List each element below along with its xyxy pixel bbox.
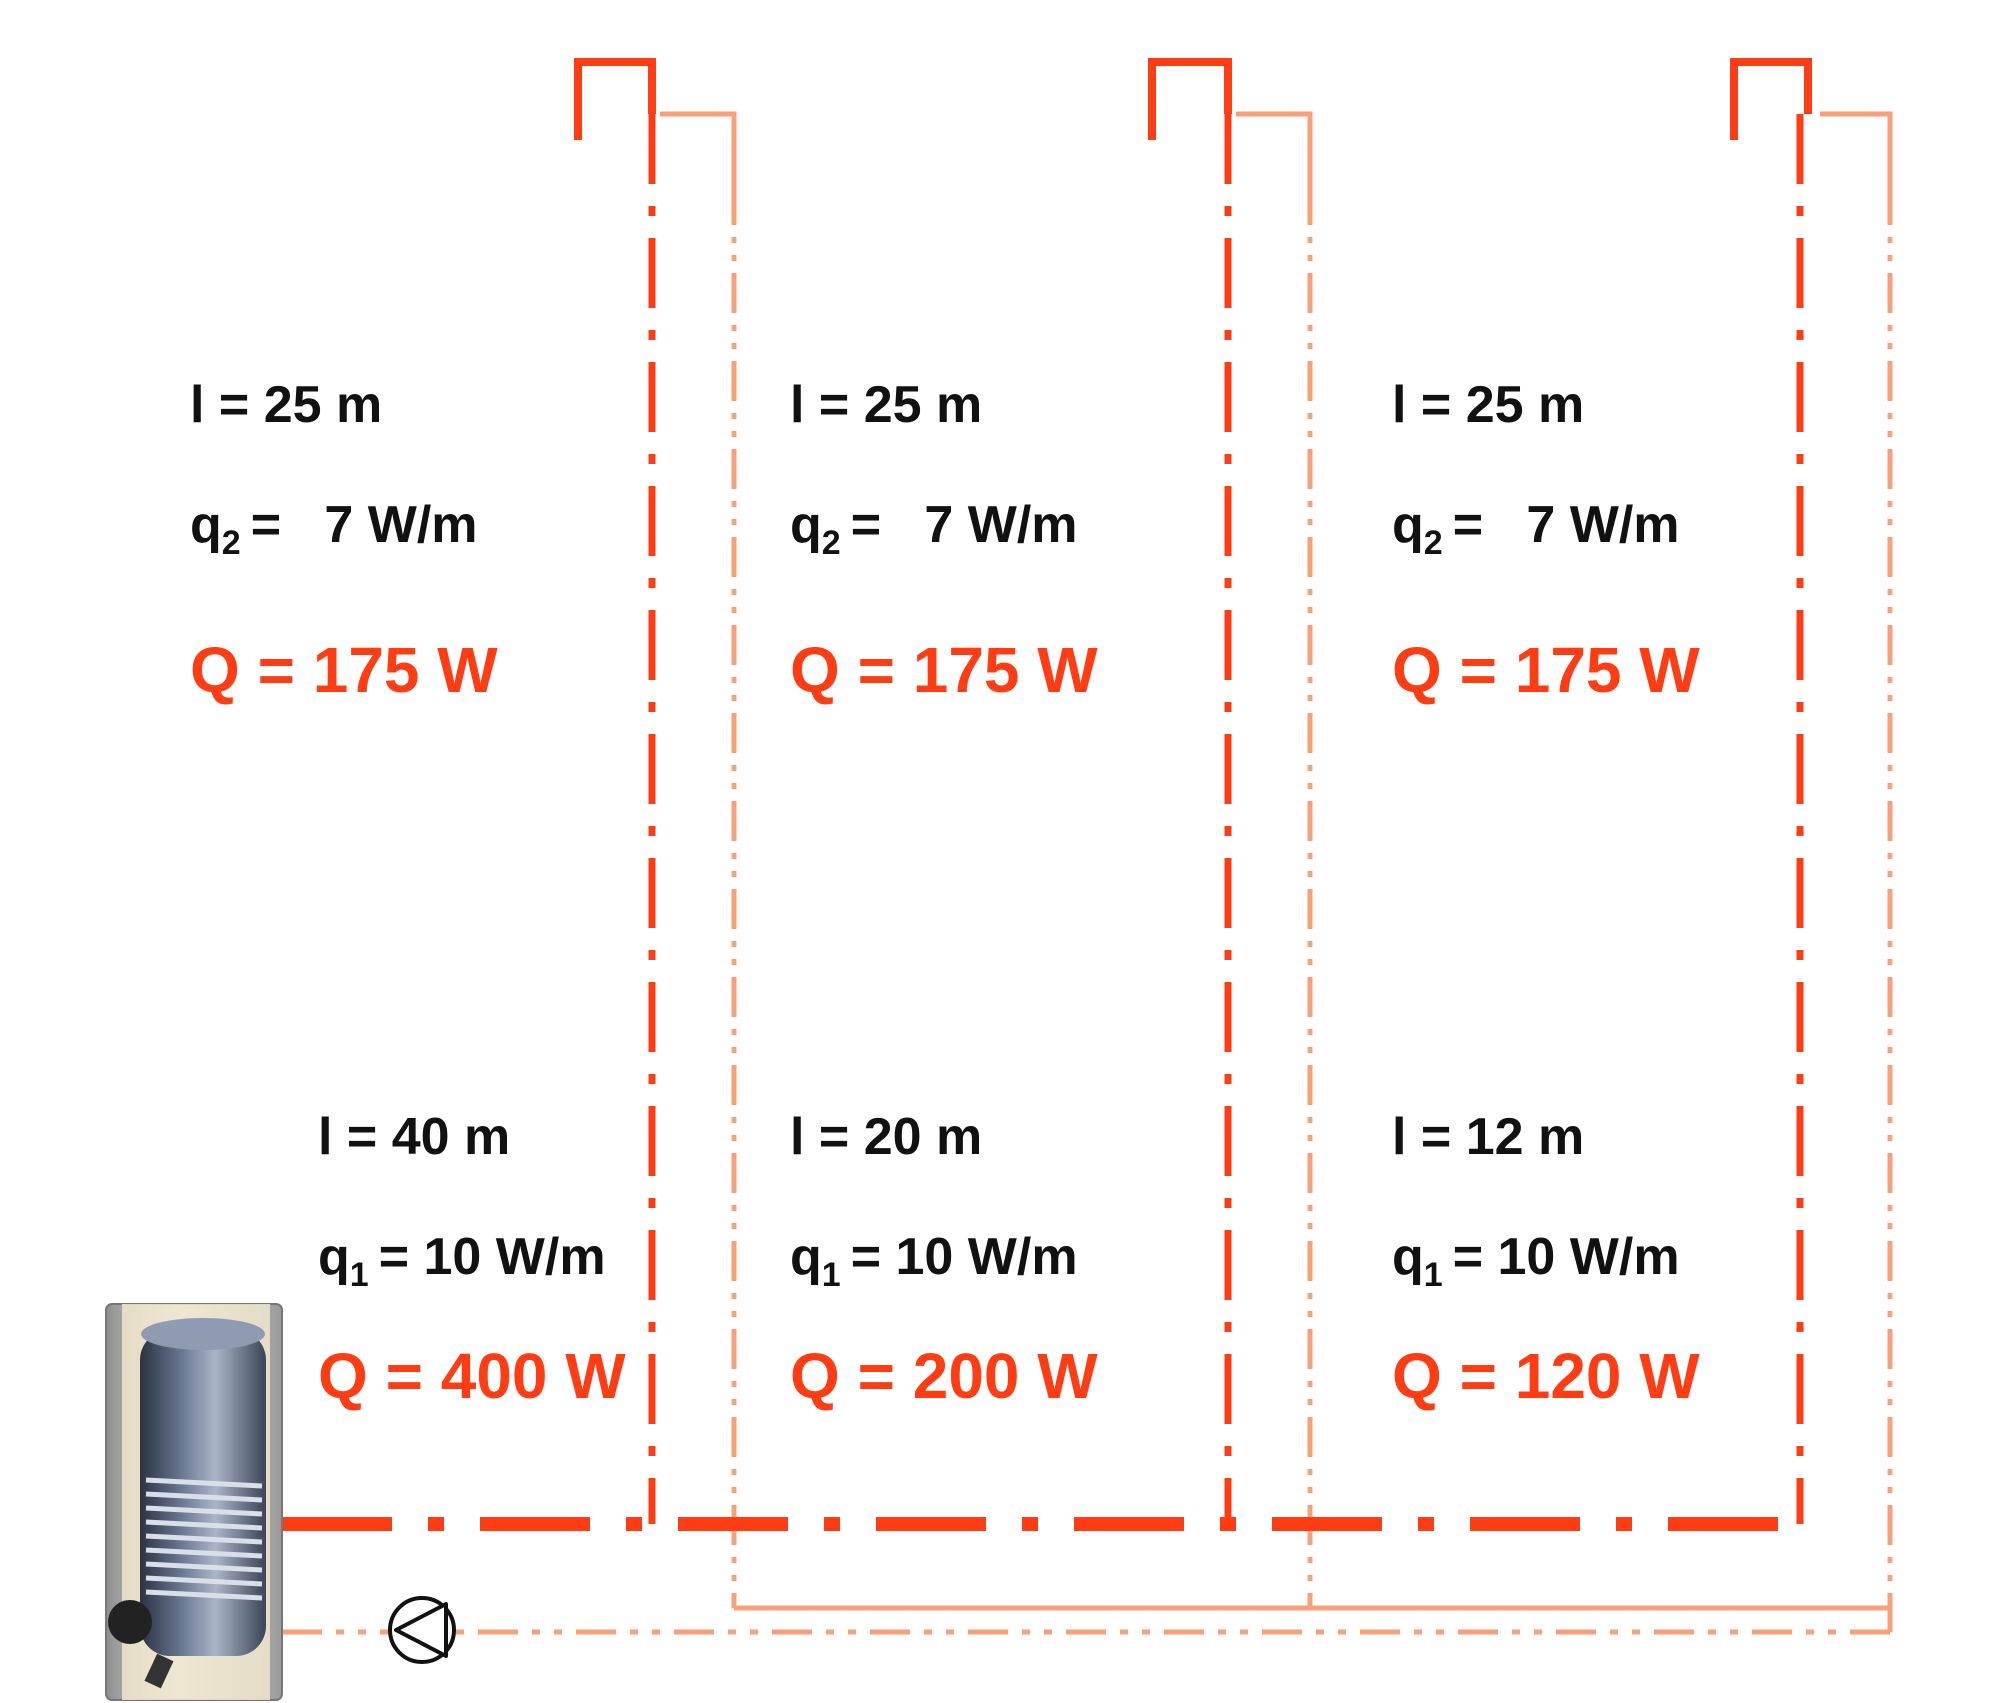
flow-top-cap-1 [574,58,656,140]
q-subscript: 2 [222,524,241,562]
return-top-elbow-2 [1236,111,1313,185]
q-subscript: 1 [822,1256,841,1294]
riser-1-vertical-heat-loss: Q = 175 W [190,634,498,706]
q-value: = 10 W/m [1453,1228,1680,1286]
section-3-horizontal-length: l = 12 m [1392,1108,1584,1166]
riser-3-vertical-length: l = 25 m [1392,376,1584,434]
q-value: = 10 W/m [851,1228,1078,1286]
riser-2-vertical-specific-loss: q2 = 7 W/m [790,496,1078,562]
q-value: = 7 W/m [251,496,478,554]
return-lines [282,111,1893,1635]
section-1-horizontal-specific-loss: q1 = 10 W/m [318,1228,606,1294]
q-symbol: q [318,1228,350,1286]
section-2-horizontal-length: l = 20 m [790,1108,982,1166]
water-heater-tank-icon [105,1303,283,1701]
section-3-horizontal-specific-loss: q1 = 10 W/m [1392,1228,1680,1294]
riser-2-vertical-length: l = 25 m [790,376,982,434]
q-subscript: 2 [822,524,841,562]
return-top-elbow-1 [660,111,737,185]
circulation-pump-icon [388,1596,456,1664]
riser-3-vertical-heat-loss: Q = 175 W [1392,634,1700,706]
q-value: = 10 W/m [379,1228,606,1286]
riser-1-vertical-specific-loss: q2 = 7 W/m [190,496,478,562]
q-subscript: 1 [350,1256,369,1294]
riser-1-vertical-length: l = 25 m [190,376,382,434]
return-top-elbow-3 [1820,111,1893,185]
section-2-horizontal-heat-loss: Q = 200 W [790,1340,1098,1412]
section-1-horizontal-length: l = 40 m [318,1108,510,1166]
q-symbol: q [790,496,822,554]
q-symbol: q [1392,1228,1424,1286]
q-symbol: q [1392,496,1424,554]
flow-top-cap-2 [1148,58,1232,140]
q-symbol: q [790,1228,822,1286]
section-3-horizontal-heat-loss: Q = 120 W [1392,1340,1700,1412]
riser-2-vertical-heat-loss: Q = 175 W [790,634,1098,706]
q-subscript: 1 [1424,1256,1443,1294]
q-value: = 7 W/m [851,496,1078,554]
flow-lines [282,58,1812,1531]
section-1-horizontal-heat-loss: Q = 400 W [318,1340,626,1412]
riser-3-vertical-specific-loss: q2 = 7 W/m [1392,496,1680,562]
labels: l = 25 m q2= 7 W/m Q = 175 W l = 25 m q2… [190,376,1700,1412]
q-value: = 7 W/m [1453,496,1680,554]
q-subscript: 2 [1424,524,1443,562]
flow-top-cap-3 [1730,58,1812,140]
q-symbol: q [190,496,222,554]
section-2-horizontal-specific-loss: q1 = 10 W/m [790,1228,1078,1294]
